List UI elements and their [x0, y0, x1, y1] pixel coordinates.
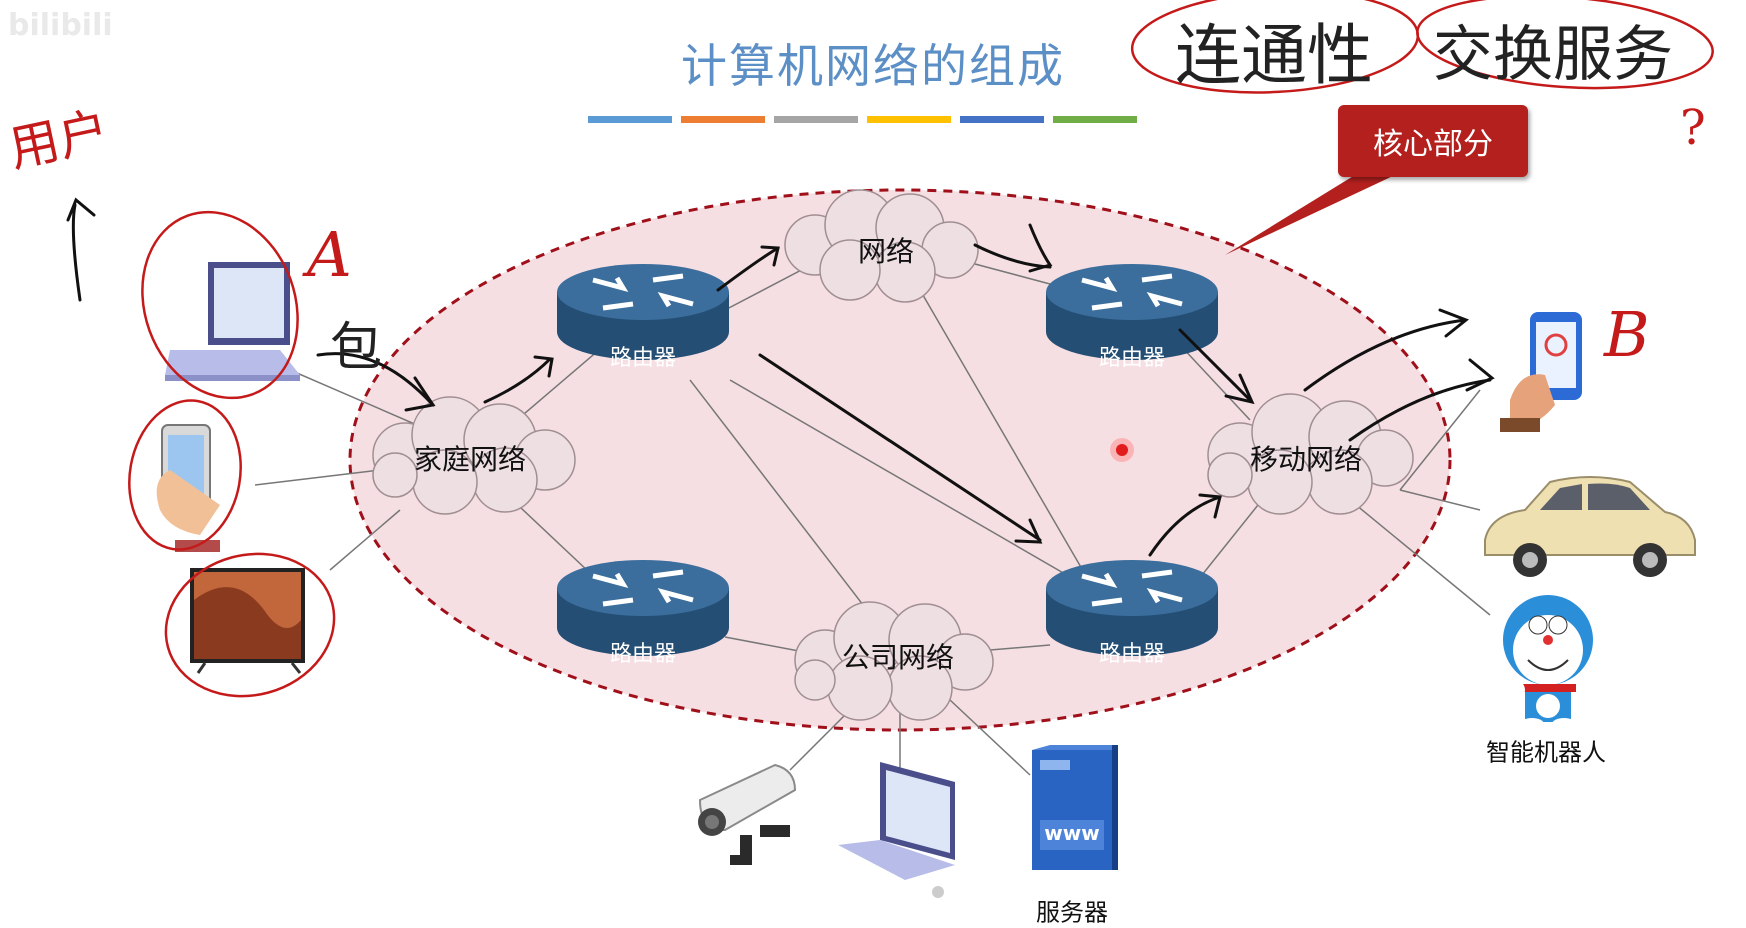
- router-label: 路由器: [1098, 346, 1166, 371]
- title-color-bar: [1053, 116, 1137, 123]
- handwritten-connectivity: 连通性: [1175, 17, 1373, 94]
- router-icon: [557, 264, 729, 360]
- page-title: 计算机网络的组成: [681, 39, 1065, 93]
- network-label: 网络: [857, 235, 915, 268]
- watermark: bilibili: [8, 8, 113, 43]
- car-icon: [1484, 476, 1696, 577]
- title-color-bar: [867, 116, 951, 123]
- router-icon: [557, 560, 729, 656]
- title-color-bars: [588, 116, 1137, 123]
- handwritten-question: ?: [1680, 100, 1706, 156]
- laptop-icon: [838, 762, 955, 898]
- handwritten-host-b: B: [1604, 298, 1650, 371]
- handwritten-switching-service: 交换服务: [1433, 20, 1673, 90]
- router-icon: [1046, 560, 1218, 656]
- server-www-text: www: [1044, 821, 1100, 845]
- company-network-label: 公司网络: [841, 641, 955, 674]
- cloud-mobile-network: [1207, 393, 1414, 515]
- handwritten-arrows: [66, 197, 1495, 557]
- server-label: 服务器: [1036, 898, 1108, 927]
- cloud-network: [784, 189, 979, 303]
- phone-hand-icon: [1500, 312, 1582, 432]
- handwritten-host-a: A: [307, 218, 352, 291]
- title-color-bar: [588, 116, 672, 123]
- home-network-label: 家庭网络: [413, 443, 527, 476]
- mobile-network-label: 移动网络: [1249, 443, 1363, 476]
- laptop-icon: [165, 262, 300, 381]
- smartphone-hand-icon: [156, 424, 220, 552]
- core-part-callout: 核心部分: [1338, 105, 1528, 177]
- router-label: 路由器: [1098, 642, 1166, 667]
- router-label: 路由器: [609, 642, 677, 667]
- cloud-home-network: [372, 396, 576, 515]
- router-icon: [1046, 264, 1218, 360]
- handwritten-packet: 包: [330, 318, 383, 378]
- handwritten-circles: [128, 0, 1714, 698]
- smart-robot-icon: [1503, 595, 1593, 730]
- smart-robot-label: 智能机器人: [1486, 738, 1606, 767]
- router-label: 路由器: [609, 346, 677, 371]
- title-color-bar: [960, 116, 1044, 123]
- security-camera-icon: [698, 763, 797, 865]
- callout-pointer: [1225, 175, 1395, 255]
- cloud-company-network: [794, 601, 994, 721]
- television-icon: [190, 568, 305, 674]
- title-color-bar: [681, 116, 765, 123]
- title-color-bar: [774, 116, 858, 123]
- server-icon: [1032, 745, 1118, 870]
